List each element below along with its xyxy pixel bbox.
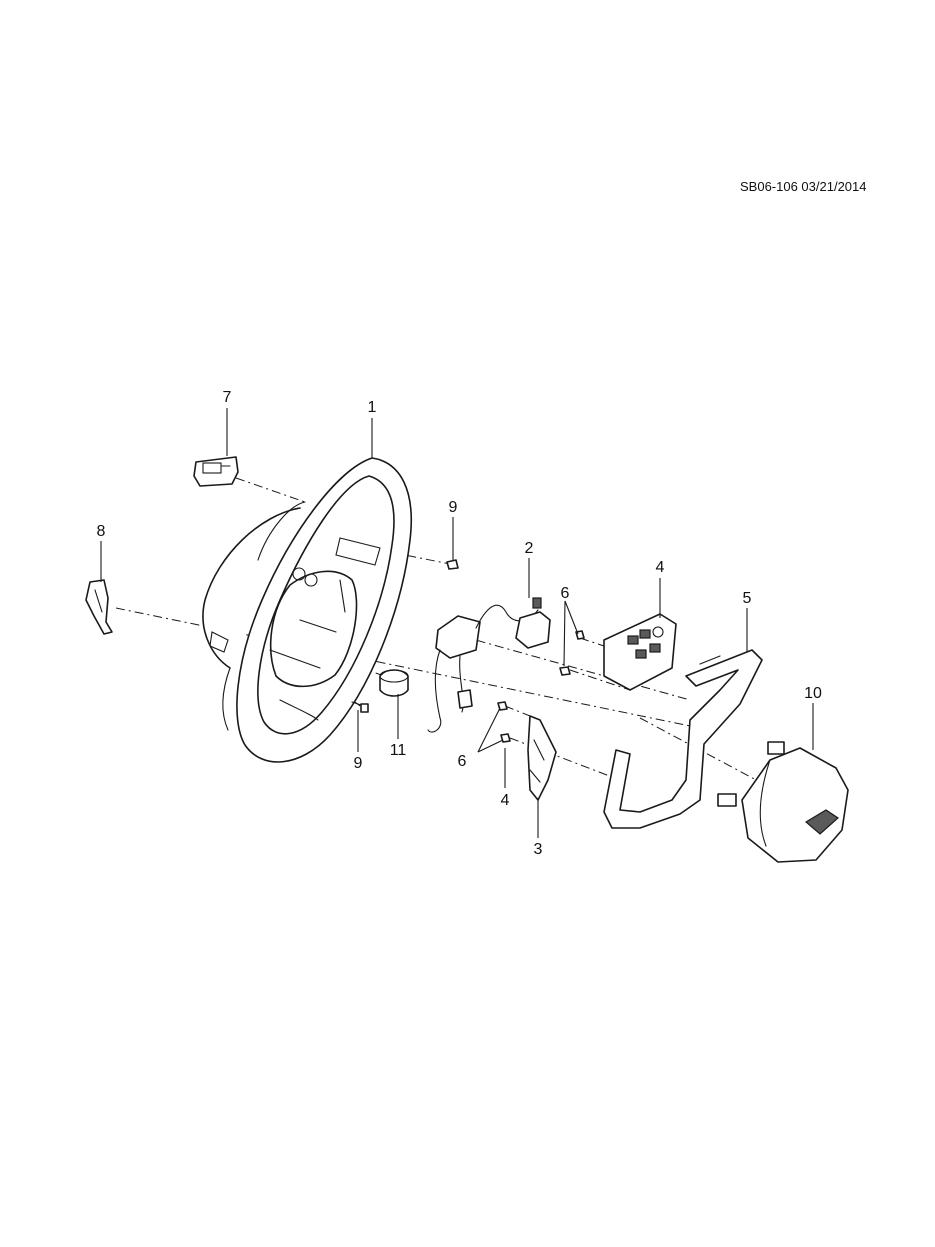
callout-labels: 1 7 9 8 2 4 6 5 10 11 9 6 4 3	[97, 389, 822, 858]
screw-part-6-c	[497, 701, 508, 711]
callout-9-upper: 9	[449, 499, 458, 516]
callout-10: 10	[804, 685, 822, 702]
callout-11: 11	[390, 742, 407, 759]
callout-2: 2	[525, 540, 534, 557]
wiring-harness-part-2	[427, 597, 551, 733]
callout-9-lower: 9	[354, 755, 363, 772]
airbag-module-part-10	[717, 741, 849, 863]
diagram-reference-code: SB06-106 03/21/2014	[740, 179, 867, 194]
callout-6-lower: 6	[458, 753, 467, 770]
steering-wheel	[202, 457, 412, 763]
callout-4-upper: 4	[656, 559, 665, 576]
lower-cover-part-3	[527, 715, 557, 801]
switch-assembly-part-4	[603, 613, 677, 691]
callout-5: 5	[743, 590, 752, 607]
cover-part-8	[85, 579, 113, 635]
screw-part-6-d	[500, 733, 511, 743]
screw-part-9-upper	[446, 559, 459, 570]
screw-part-6-b	[559, 666, 571, 676]
callout-4-lower: 4	[501, 792, 510, 809]
damper-part-11	[379, 669, 409, 697]
callout-6-upper: 6	[561, 585, 570, 602]
callout-leaders	[100, 408, 814, 838]
callout-7: 7	[223, 389, 232, 406]
screw-part-9-lower	[351, 701, 369, 713]
callout-8: 8	[97, 523, 106, 540]
trim-bezel-part-5	[603, 649, 763, 829]
callout-3: 3	[534, 841, 543, 858]
callout-1: 1	[368, 399, 377, 416]
switch-part-7	[193, 456, 239, 487]
